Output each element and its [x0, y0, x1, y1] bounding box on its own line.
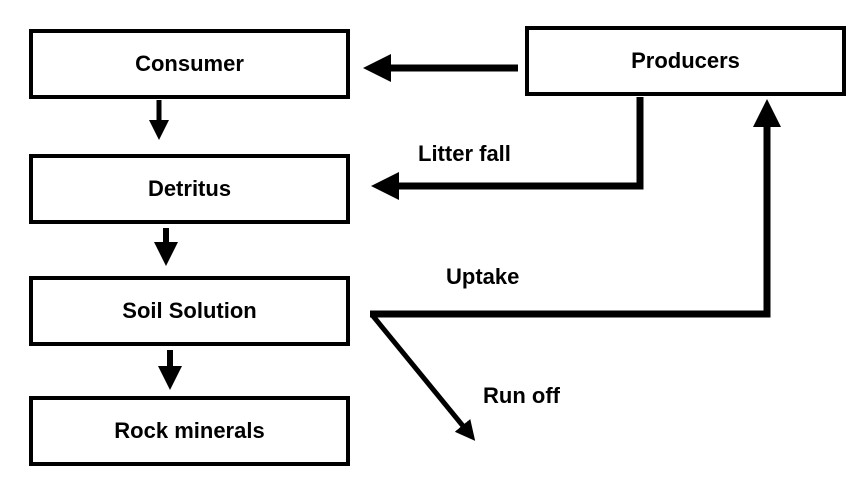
soil-solution-label: Soil Solution: [122, 298, 257, 323]
consumer-box: Consumer: [29, 29, 350, 99]
detritus-label: Detritus: [147, 176, 232, 201]
producers-box: Producers: [525, 26, 846, 96]
rock-minerals-label: Rock minerals: [114, 418, 265, 443]
consumer-label: Consumer: [135, 51, 244, 76]
detritus-box: Detritus: [29, 154, 350, 224]
producers-label: Producers: [631, 48, 740, 73]
rock-minerals-box: Rock minerals: [29, 396, 350, 466]
arrow-uptake: [370, 99, 781, 318]
uptake-label: Uptake: [446, 264, 520, 289]
litter-fall-label: Litter fall: [418, 141, 511, 166]
soil-solution-box: Soil Solution: [29, 276, 350, 346]
arrow-litter-fall: [371, 97, 644, 200]
run-off-label: Run off: [483, 383, 560, 408]
arrow-run-off: [371, 314, 476, 441]
